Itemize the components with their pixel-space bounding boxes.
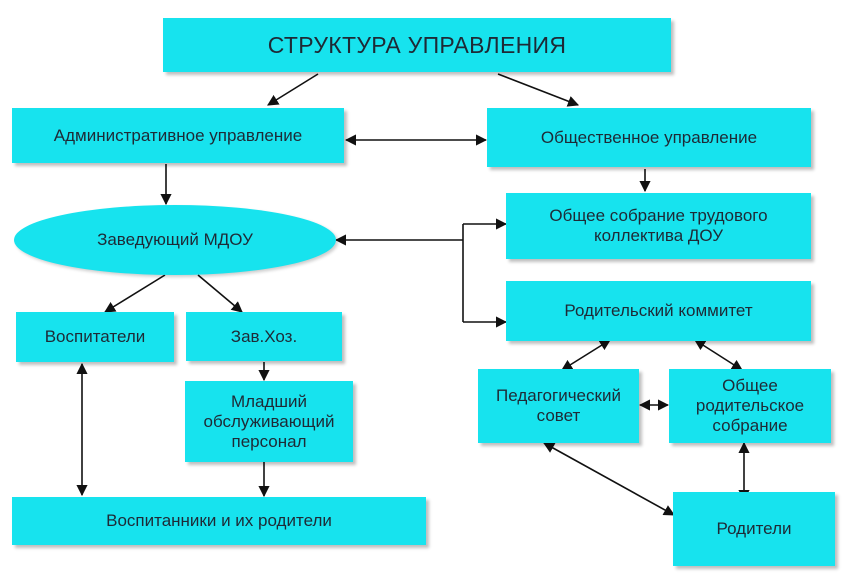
arrow-committee-meeting (694, 339, 743, 371)
node-ped-council: Педагогический совет (478, 369, 639, 443)
node-parent-meeting-line2: родительское (695, 396, 805, 415)
node-parent-meeting: Общее родительское собрание (669, 369, 831, 443)
arrow-committee-council (561, 339, 611, 371)
arrow-title-to-admin (267, 73, 319, 106)
arrow-title-to-public (497, 73, 580, 107)
node-supply-head-label: Зав.Хоз. (230, 326, 298, 346)
node-parent-committee-label: Родительский коммитет (564, 301, 753, 320)
node-assembly-line2: коллектива ДОУ (593, 226, 724, 245)
node-head: Заведующий МДОУ (14, 205, 336, 275)
node-admin-label: Административное управление (53, 125, 303, 145)
arrow-head-to-supply (197, 274, 243, 313)
diagram-title: СТРУКТУРА УПРАВЛЕНИЯ (163, 18, 671, 72)
node-pupils-label: Воспитанники и их родители (106, 511, 332, 530)
node-teachers-label: Воспитатели (44, 327, 146, 346)
arrow-head-to-teachers (104, 274, 166, 313)
diagram-title-text: СТРУКТУРА УПРАВЛЕНИЯ (267, 32, 567, 58)
node-ped-council-line2: совет (536, 406, 581, 425)
node-junior-staff: Младший обслуживающий персонал (185, 381, 353, 462)
node-ped-council-line1: Педагогический (496, 386, 621, 405)
node-junior-staff-line3: персонал (231, 431, 307, 451)
arrow-council-parents (543, 442, 675, 516)
node-parent-committee: Родительский коммитет (506, 281, 811, 341)
node-junior-staff-line1: Младший (230, 391, 308, 411)
node-assembly: Общее собрание трудового коллектива ДОУ (506, 193, 811, 259)
node-supply-head: Зав.Хоз. (186, 312, 342, 361)
node-head-label: Заведующий МДОУ (97, 230, 253, 249)
node-public-label: Общественное управление (540, 127, 758, 147)
node-parents-label: Родители (716, 519, 792, 538)
node-junior-staff-line2: обслуживающий (203, 411, 335, 431)
node-parents: Родители (673, 492, 835, 566)
node-parent-meeting-line3: собрание (712, 416, 788, 435)
node-pupils: Воспитанники и их родители (12, 497, 426, 545)
node-admin: Административное управление (12, 108, 344, 163)
node-assembly-line1: Общее собрание трудового (549, 206, 768, 225)
node-teachers: Воспитатели (16, 312, 174, 362)
node-parent-meeting-line1: Общее (722, 376, 778, 395)
node-public: Общественное управление (487, 108, 811, 167)
